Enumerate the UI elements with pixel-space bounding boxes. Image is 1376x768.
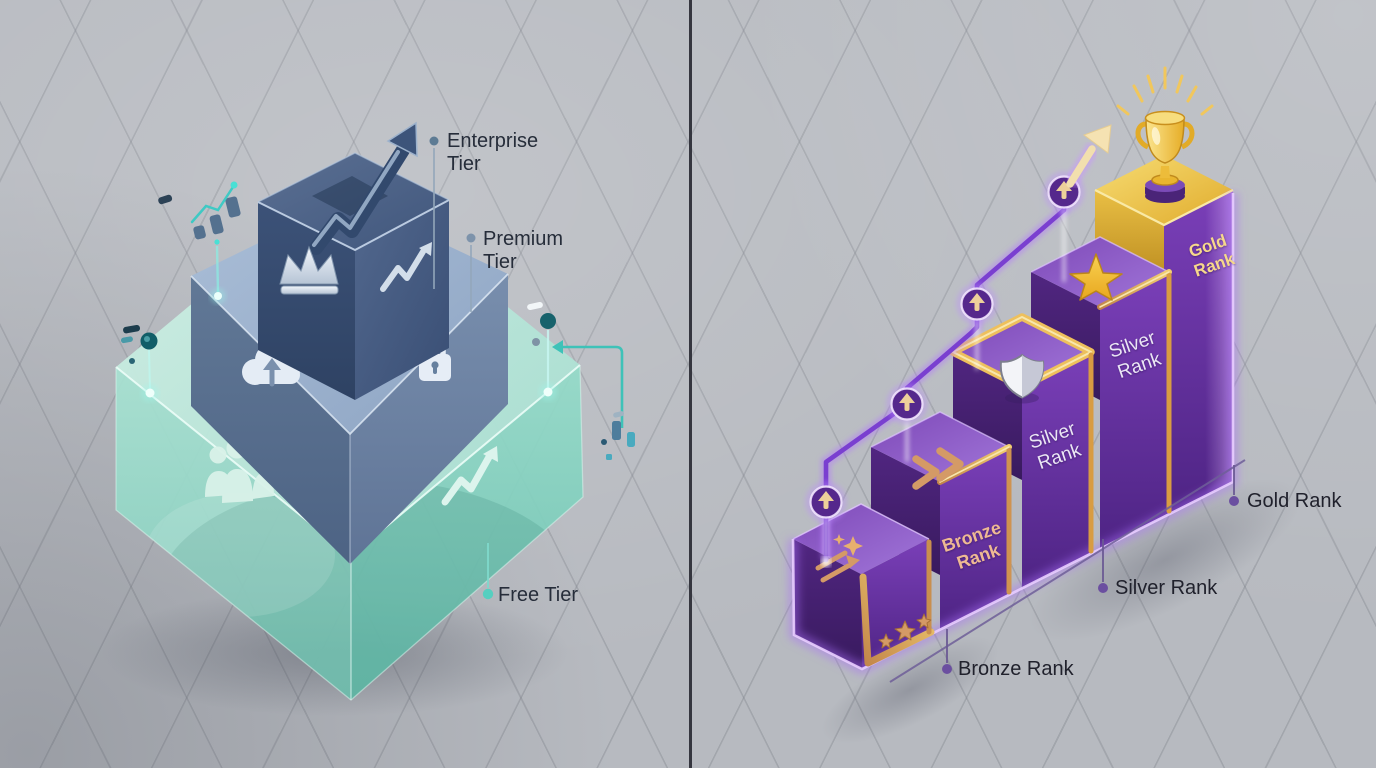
up-arrow-milestone-nodes — [805, 171, 1085, 523]
data-dash-icon-right — [527, 301, 635, 460]
trophy-rays — [1116, 66, 1214, 116]
gold-trim — [859, 269, 1172, 667]
panel-divider — [689, 0, 692, 768]
premium-tier-label: Premium Tier — [483, 228, 564, 274]
purple-rim-glow — [788, 193, 1238, 675]
mini-bar-chart-icon — [158, 181, 241, 304]
gold-callout-dot — [1229, 496, 1239, 506]
stairs-ground-shadow-left — [783, 613, 1037, 767]
up-arrow-node-icon — [886, 383, 928, 425]
growth-arrow-3d-icon — [309, 121, 418, 255]
gold-rank-step — [1094, 155, 1234, 517]
gold-rank-callout: Gold Rank — [1247, 490, 1342, 512]
progress-path — [820, 189, 1070, 567]
enterprise-tier-label: Enterprise Tier — [447, 130, 539, 176]
free-callout-dot — [482, 588, 494, 600]
mini-trend-icon — [380, 242, 432, 292]
silver-rank-callout: Silver Rank — [1115, 577, 1218, 599]
tier-pyramid-graphic — [0, 121, 670, 744]
bronze-callout-dot — [942, 664, 952, 674]
data-dash-icon-left — [120, 324, 159, 402]
rank-staircase-graphic — [783, 66, 1360, 767]
trophy-icon — [1116, 66, 1214, 203]
up-arrow-node-icon — [805, 481, 847, 523]
silver-callout-dot — [1098, 583, 1108, 593]
tier-leader-lines — [429, 136, 494, 600]
rank-callout-leaders — [889, 459, 1246, 683]
enterprise-callout-dot — [429, 136, 439, 146]
bronze-rank-callout: Bronze Rank — [958, 658, 1074, 680]
stars-row-icon — [878, 613, 932, 649]
shield-icon — [999, 353, 1045, 404]
up-arrow-node-icon — [956, 283, 998, 325]
premium-callout-dot — [466, 233, 476, 243]
star-icon — [1069, 253, 1123, 301]
stairs-ground-shadow — [970, 444, 1360, 676]
growth-path-arrow-icon — [1064, 124, 1112, 188]
crown-icon — [279, 245, 339, 295]
free-tier-label: Free Tier — [498, 584, 579, 606]
double-chevron-icon — [912, 447, 964, 490]
growth-trend-icon — [441, 446, 498, 506]
